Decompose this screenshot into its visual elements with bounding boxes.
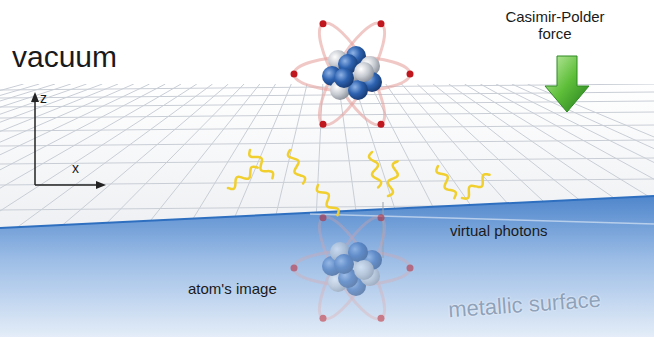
electron [291, 265, 298, 272]
grid-line [0, 84, 87, 240]
axis-label: z [40, 90, 47, 106]
nucleon [354, 260, 374, 280]
metallic-surface [0, 196, 654, 337]
electron-orbit [308, 209, 395, 326]
grid-line [0, 158, 654, 164]
grid-line [0, 112, 654, 118]
electron-orbit [308, 15, 395, 132]
electron [407, 265, 414, 272]
nucleon [354, 62, 374, 82]
nucleon [334, 254, 354, 274]
virtual-photon-waves [228, 150, 490, 215]
grid-line [0, 84, 55, 240]
electron [320, 121, 327, 128]
photon-wave [462, 174, 490, 198]
grid-line [0, 140, 654, 146]
force-label: Casimir-Polder force [499, 8, 611, 43]
region-label: vacuum [12, 40, 117, 75]
electron-orbit [308, 15, 395, 132]
photon-wave [436, 166, 456, 198]
image-label: atom's image [188, 280, 277, 297]
photon-wave [288, 150, 305, 184]
grid-line [45, 84, 228, 240]
photon-wave [388, 161, 398, 196]
grid-line [0, 84, 213, 240]
electron-orbit [308, 209, 395, 326]
nucleon [334, 68, 354, 88]
force-arrow [545, 56, 589, 112]
grid-line [0, 84, 150, 240]
axis-label: x [72, 160, 79, 176]
photon-wave [369, 152, 381, 187]
electron [320, 20, 327, 27]
electron [378, 20, 385, 27]
electron [378, 214, 385, 221]
atom-symbol [291, 15, 414, 132]
photon-label: virtual photons [450, 222, 548, 239]
electron [378, 121, 385, 128]
electron [291, 71, 298, 78]
axis-symbol [31, 92, 106, 189]
photon-wave [228, 167, 258, 189]
electron [378, 315, 385, 322]
photon-wave [317, 185, 339, 215]
photon-wave [249, 150, 273, 178]
atom-image-symbol [291, 209, 414, 326]
electron [320, 214, 327, 221]
electron [407, 71, 414, 78]
electron [320, 315, 327, 322]
